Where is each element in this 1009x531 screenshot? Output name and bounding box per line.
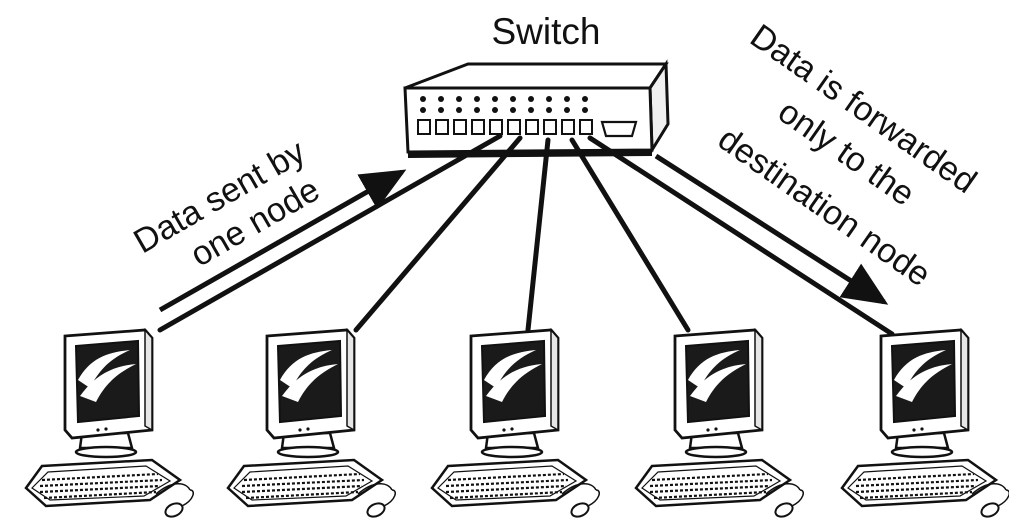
- serial-port: [600, 120, 638, 138]
- computer-node-3: [430, 328, 601, 521]
- computer-node-1: [24, 328, 195, 521]
- cable-node-3: [525, 137, 551, 333]
- switch-device: [403, 59, 670, 158]
- arrow-to-switch: [158, 169, 407, 313]
- indicator-lights: [420, 96, 588, 113]
- computer-node-4: [634, 328, 805, 521]
- forward-annotation: Data is forwarded only to the destinatio…: [711, 17, 983, 294]
- arrow-to-destination: [654, 153, 889, 305]
- computer-node-2: [226, 328, 397, 521]
- cable-node-2: [353, 135, 523, 333]
- computer-node-5: [840, 328, 1009, 521]
- cable-node-4: [569, 137, 691, 333]
- ethernet-ports: [417, 119, 593, 135]
- switch-title: Switch: [492, 11, 601, 52]
- cable-node-1: [157, 133, 503, 333]
